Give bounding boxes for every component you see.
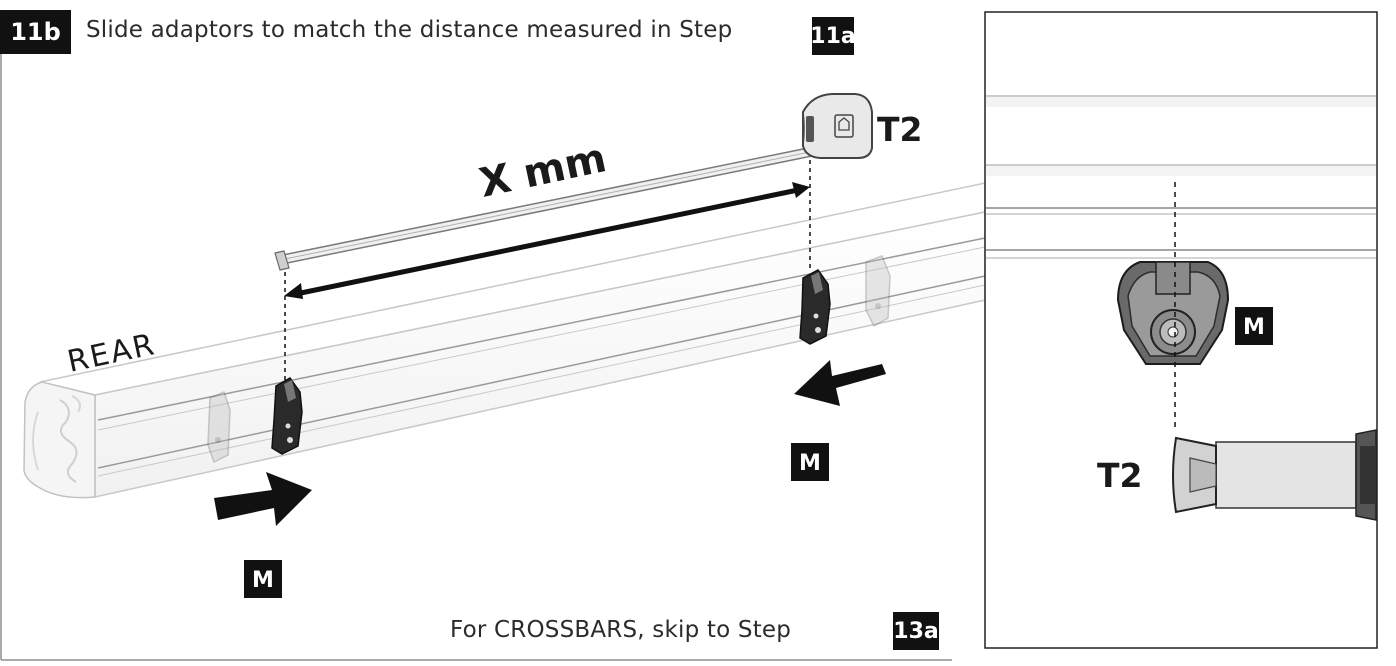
adaptor-right: [799, 269, 831, 345]
detail-hand-tool-label: M: [1243, 315, 1265, 340]
step-instruction: Slide adaptors to match the distance mea…: [86, 17, 732, 43]
roof-rail: [23, 182, 986, 499]
tape-measure-tool: [802, 93, 873, 159]
step-number: 11b: [10, 18, 61, 46]
detail-panel: [984, 11, 1378, 649]
main-panel-border: [0, 54, 952, 661]
slide-arrow-left: [794, 360, 886, 406]
hand-tool-label-right: M: [799, 451, 821, 476]
footer-ref-step-badge: 13a: [893, 612, 939, 650]
footer-instruction: For CROSSBARS, skip to Step: [450, 617, 792, 643]
hand-tool-label-left: M: [252, 568, 274, 593]
ref-step-badge: 11a: [810, 17, 856, 55]
footer-text: For CROSSBARS, skip to Step: [450, 617, 791, 643]
tool-label-t2: T2: [877, 110, 922, 149]
step-number-badge: 11b: [0, 10, 71, 54]
detail-hand-tool-badge: M: [1235, 307, 1273, 345]
step-instruction-text: Slide adaptors to match the distance mea…: [86, 17, 733, 43]
adaptor-ghost-right: [865, 255, 891, 328]
footer-ref-step: 13a: [893, 618, 939, 644]
adaptor-left: [271, 377, 303, 455]
detail-tool-label: T2: [1097, 456, 1142, 495]
hand-tool-badge-left: M: [244, 560, 282, 598]
adaptor-ghost-left: [207, 390, 231, 464]
measurement-arrow: [284, 160, 811, 390]
hand-tool-badge-right: M: [791, 443, 829, 481]
ref-step-number: 11a: [810, 23, 856, 49]
slide-arrow-right: [214, 472, 312, 526]
